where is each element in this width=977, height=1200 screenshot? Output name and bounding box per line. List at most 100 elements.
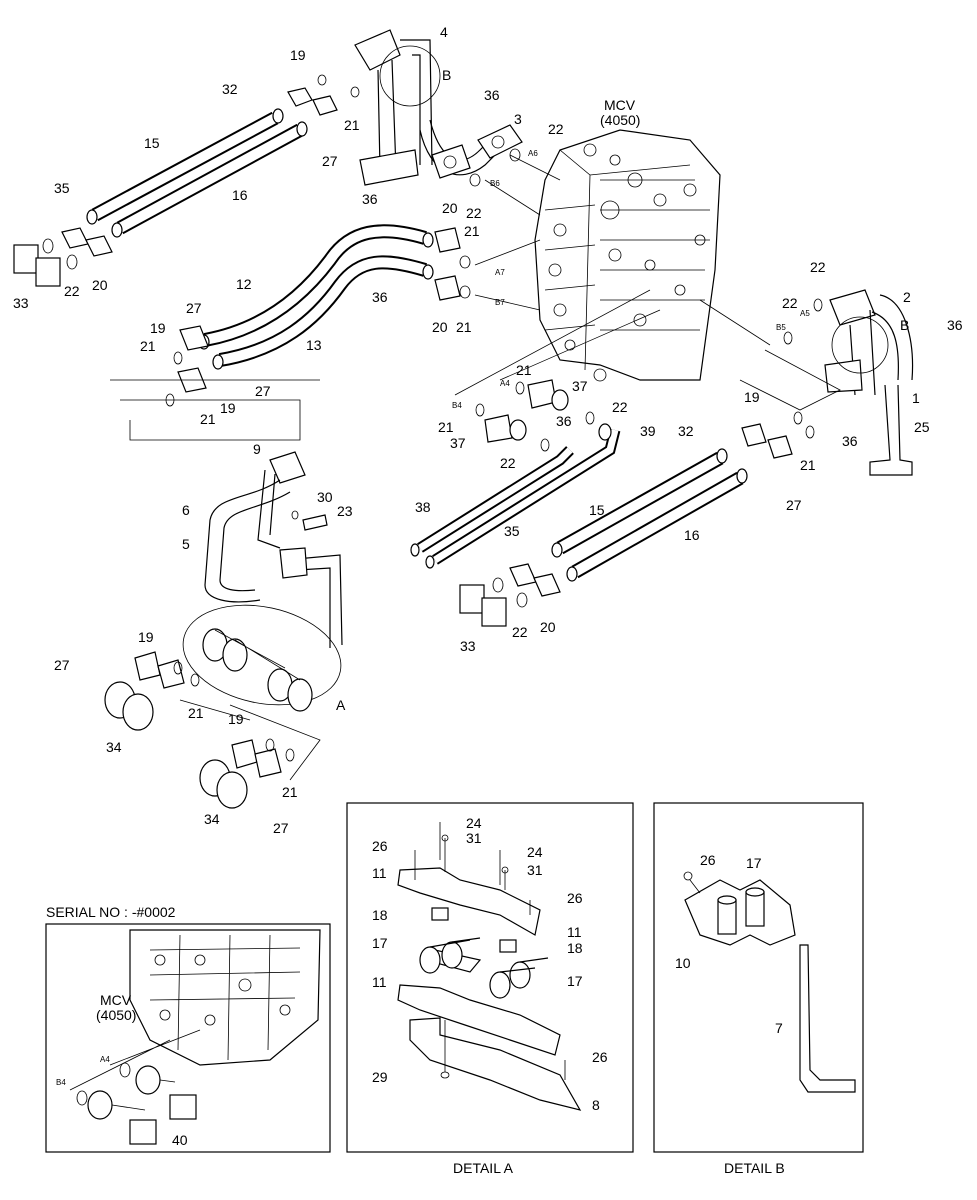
callout: 20 [432, 319, 448, 335]
callout: 17 [372, 935, 388, 951]
callout: 37 [450, 435, 466, 451]
callout: 7 [775, 1020, 783, 1036]
callout: 27 [786, 497, 802, 513]
callout: 30 [317, 489, 333, 505]
callout: 21 [438, 419, 454, 435]
callout: 22 [64, 283, 80, 299]
callout: 21 [282, 784, 298, 800]
callout: 32 [678, 423, 694, 439]
hose-pair-15-16-lower [459, 411, 815, 627]
callout: 17 [746, 855, 762, 871]
callout: 27 [54, 657, 70, 673]
detail-a-caption: DETAIL A [453, 1160, 514, 1176]
detail-a-panel: 24 26 31 24 11 31 26 18 11 17 18 11 17 2… [346, 802, 634, 1176]
callout: 19 [744, 389, 760, 405]
callout: 27 [255, 383, 271, 399]
hose-pair-12-13 [165, 224, 471, 407]
callout: 6 [182, 502, 190, 518]
callout: 25 [914, 419, 930, 435]
fitting-4-group: B [354, 29, 506, 186]
callout: 19 [290, 47, 306, 63]
callout: 22 [810, 259, 826, 275]
callout: 22 [466, 205, 482, 221]
main-callouts: 4 19 32 21 36 3 22 15 27 35 16 36 20 22 … [13, 24, 963, 836]
callout: 10 [675, 955, 691, 971]
callout: 11 [567, 924, 582, 940]
callout: 11 [372, 974, 387, 990]
callout: 22 [548, 121, 564, 137]
callout: 27 [186, 300, 202, 316]
callout: 21 [140, 338, 156, 354]
callout: 39 [640, 423, 656, 439]
inset-callout: 40 [172, 1132, 188, 1148]
callout: 19 [150, 320, 166, 336]
callout: 36 [947, 317, 963, 333]
fitting-2-group: B [739, 289, 914, 476]
callout: 36 [842, 433, 858, 449]
port-label: B7 [495, 298, 505, 307]
callout: 35 [54, 180, 70, 196]
callout: 15 [144, 135, 160, 151]
pipe-assembly-5-6: A [104, 451, 346, 809]
callout: 16 [684, 527, 700, 543]
inset-serial-panel: SERIAL NO : -#0002 MCV (4050) B4 A4 40 [45, 904, 331, 1153]
callout: 5 [182, 536, 190, 552]
fittings-37-38-39 [410, 379, 621, 569]
callout: 4 [440, 24, 448, 40]
port-label: A7 [495, 268, 505, 277]
detail-b-caption: DETAIL B [724, 1160, 785, 1176]
callout: 15 [589, 502, 605, 518]
callout: 26 [567, 890, 583, 906]
port-label: A6 [528, 149, 538, 158]
callout: 33 [13, 295, 29, 311]
callout: 8 [592, 1097, 600, 1113]
callout: 24 [527, 844, 543, 860]
callout: 27 [273, 820, 289, 836]
callout: 21 [516, 362, 532, 378]
callout: 36 [362, 191, 378, 207]
port-label: B4 [452, 401, 462, 410]
callout: 17 [567, 973, 583, 989]
callout: 20 [540, 619, 556, 635]
callout: 2 [903, 289, 911, 305]
detail-marker-a: A [336, 697, 346, 713]
callout: 22 [500, 455, 516, 471]
hose-pair-15-16-upper [13, 87, 338, 287]
callout: 21 [464, 223, 480, 239]
mcv-label: MCV [604, 97, 636, 113]
callout: 33 [460, 638, 476, 654]
callout: 9 [253, 441, 261, 457]
callout: 20 [442, 200, 458, 216]
port-label: A5 [800, 309, 810, 318]
callout: 22 [512, 624, 528, 640]
callout: 35 [504, 523, 520, 539]
callout: 32 [222, 81, 238, 97]
callout: 31 [527, 862, 543, 878]
callout: 36 [484, 87, 500, 103]
callout: 19 [220, 400, 236, 416]
inset-mcv-code: (4050) [96, 1007, 136, 1023]
callout: 13 [306, 337, 322, 353]
detail-a-callouts: 24 26 31 24 11 31 26 18 11 17 18 11 17 2… [372, 815, 608, 1113]
callout: 11 [372, 865, 387, 881]
port-label: B5 [776, 323, 786, 332]
callout: 29 [372, 1069, 388, 1085]
callout: 1 [912, 390, 920, 406]
mcv-code: (4050) [600, 112, 640, 128]
callout: 16 [232, 187, 248, 203]
inset-port-label: A4 [100, 1055, 110, 1064]
callout: 31 [466, 830, 482, 846]
callout: 19 [228, 711, 244, 727]
callout: 21 [456, 319, 472, 335]
callout: 22 [612, 399, 628, 415]
callout: 18 [567, 940, 583, 956]
callout: 19 [138, 629, 154, 645]
callout: 36 [372, 289, 388, 305]
callout: 24 [466, 815, 482, 831]
callout: 27 [322, 153, 338, 169]
callout: 21 [188, 705, 204, 721]
inset-mcv-label: MCV [100, 992, 132, 1008]
flange-3-group [317, 74, 523, 187]
port-leaders [110, 154, 771, 441]
